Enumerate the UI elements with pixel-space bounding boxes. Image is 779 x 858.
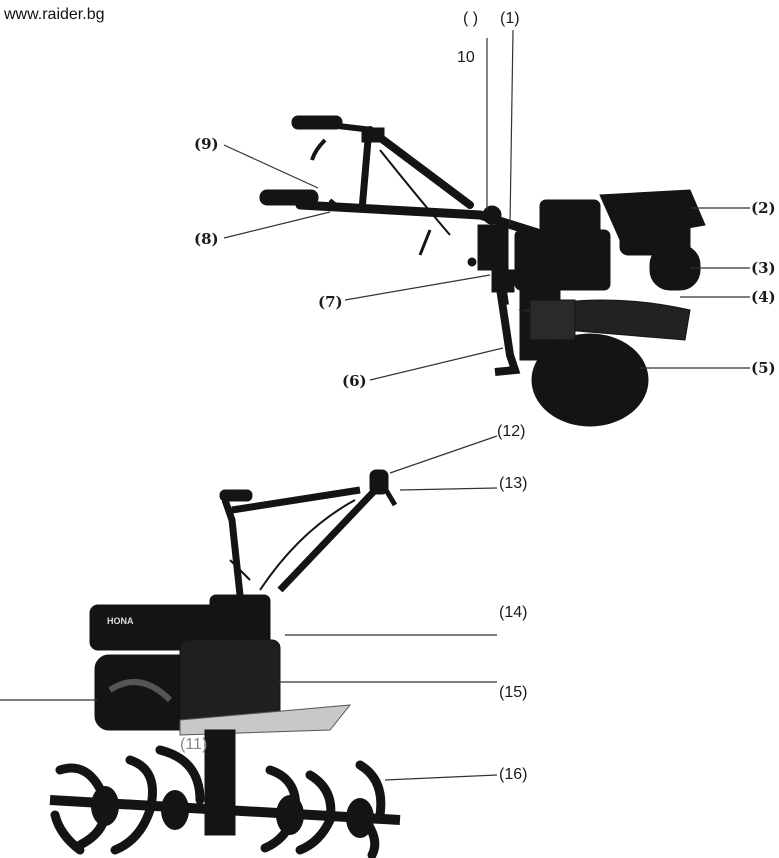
bottom-tiller <box>49 469 401 858</box>
handlebar-right-arm <box>277 482 383 593</box>
cable-end <box>418 229 432 256</box>
label-11: (11) <box>180 736 208 753</box>
engine-bar <box>108 679 173 703</box>
bottom-leader-lines <box>0 435 498 781</box>
handlebar-left-post <box>221 498 244 596</box>
cable <box>379 149 451 236</box>
label-1: (1) <box>500 10 520 27</box>
drive-column <box>204 729 236 836</box>
label-4: (4) <box>751 288 776 306</box>
label-10-paren: ( ) <box>463 10 479 27</box>
clutch-lever <box>310 138 327 161</box>
engine-top <box>539 199 601 246</box>
tine-hubs <box>91 786 374 838</box>
handlebar-upper <box>366 126 474 209</box>
label-7: (7) <box>318 293 343 311</box>
handlebar-cross <box>231 486 361 514</box>
label-13: (13) <box>499 475 528 492</box>
site-url: www.raider.bg <box>4 6 105 23</box>
fender <box>179 704 352 736</box>
label-10: 10 <box>457 49 475 66</box>
label-6: (6) <box>342 372 367 390</box>
column-knob <box>482 205 502 225</box>
label-9: (9) <box>194 135 219 153</box>
label-8: (8) <box>194 230 219 248</box>
side-knob <box>467 257 477 267</box>
throttle-lever <box>377 478 398 507</box>
wheel <box>531 333 649 427</box>
handlebar-post <box>358 139 372 211</box>
cable-2 <box>229 559 251 581</box>
label-2: (2) <box>751 199 776 217</box>
left-grip <box>219 489 253 502</box>
label-5: (5) <box>751 359 776 377</box>
left-grip <box>259 189 319 206</box>
kickstand <box>494 274 521 376</box>
control-box <box>361 127 385 143</box>
top-tiller <box>259 115 706 427</box>
label-14: (14) <box>499 604 528 621</box>
label-16: (16) <box>499 766 528 783</box>
cable <box>259 499 356 591</box>
right-grip <box>291 115 343 130</box>
kickstand-bracket <box>491 269 515 293</box>
label-15: (15) <box>499 684 528 701</box>
top-leader-lines <box>223 29 750 381</box>
throttle-lever <box>328 198 351 210</box>
label-3: (3) <box>751 259 776 277</box>
engine-badge: HONA <box>107 616 134 626</box>
side-plate <box>529 299 576 341</box>
label-12: (12) <box>497 423 526 440</box>
